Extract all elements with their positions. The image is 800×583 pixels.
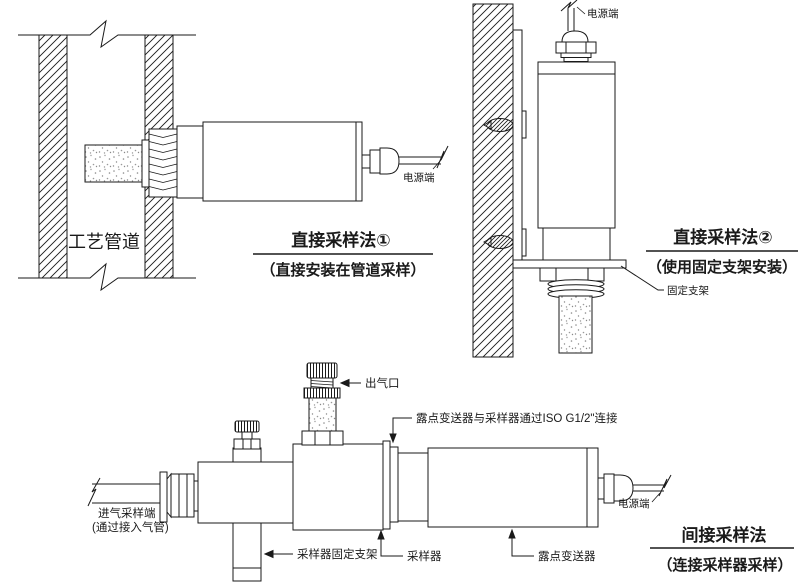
diagram-direct-sampling-2 [472,0,664,358]
transmitter-label: 露点变送器 [538,549,596,563]
method2-subtitle: （使用固定支架安装） [647,258,797,276]
pipe-wall-left [38,34,68,279]
wall-screw-lower [482,235,514,249]
power-cable-top [560,0,586,31]
cable-gland [361,147,400,175]
inlet-label-line2: (通过接入气管) [92,520,169,534]
wall [472,3,514,358]
power-cable-bottom [633,474,672,503]
bracket-shelf [512,259,627,269]
thread-washers [547,279,605,299]
bracket-leader [263,549,293,559]
method2-title: 直接采样法② [673,227,772,247]
hex-nut [539,267,605,282]
sintered-probe-filter [84,144,143,183]
power-cable [399,145,449,170]
sampler-bracket-label: 采样器固定支架 [297,547,378,561]
method3-subtitle: （连接采样器采样） [657,556,792,574]
inlet-tube [87,477,160,507]
method1-subtitle: （直接安装在管道采样） [260,261,425,279]
sintered-probe-filter-2 [558,295,593,354]
pipe-break-top [18,19,196,49]
probe-washer [141,139,150,188]
method1-title: 直接采样法① [291,230,390,250]
diagram-indirect-sampling [87,362,672,582]
bleed-valve-small [233,420,261,450]
sampler-label: 采样器 [407,549,442,563]
diagram-direct-sampling-1 [18,19,449,292]
fixed-bracket-label: 固定支架 [667,284,709,297]
method3-title: 间接采样法 [682,525,767,545]
transmitter-leader [508,528,534,557]
outlet-label: 出气口 [365,376,400,390]
sampler-body-mid [292,443,384,531]
wall-screw-upper [482,118,514,132]
transmitter-body-vertical [537,61,616,229]
cable-gland-right [597,473,634,504]
bracket-tab-lower [521,228,527,257]
bracket-leader-line [620,265,664,291]
transmitter-neck-vertical [542,227,611,261]
process-pipe-label: 工艺管道 [68,232,140,252]
power-end-label-2: 电源端 [587,7,619,20]
outlet-leader [339,378,361,388]
iso-connection-label: 露点变送器与采样器通过ISO G1/2"连接 [416,411,618,425]
cable-gland-top [555,30,597,62]
iso-leader [389,417,412,444]
bracket-tab-upper [521,110,527,139]
sampler-body-left [197,461,294,524]
thread-lines [148,133,178,191]
outlet-valve [301,362,344,446]
mounting-threads [148,128,178,198]
sampler-leader [377,529,403,557]
power-end-label-3: 电源端 [618,497,650,510]
transmitter-neck [176,125,204,199]
pipe-break-bottom [18,262,196,292]
transmitter-body [202,121,363,202]
inlet-label-line1: 进气采样端 [98,506,156,520]
inlet-fitting [159,471,202,523]
bracket-vertical-plate [512,29,523,269]
power-end-label-1: 电源端 [403,171,435,184]
transmitter-body-bottom [427,447,599,528]
connection-rings [382,440,429,530]
